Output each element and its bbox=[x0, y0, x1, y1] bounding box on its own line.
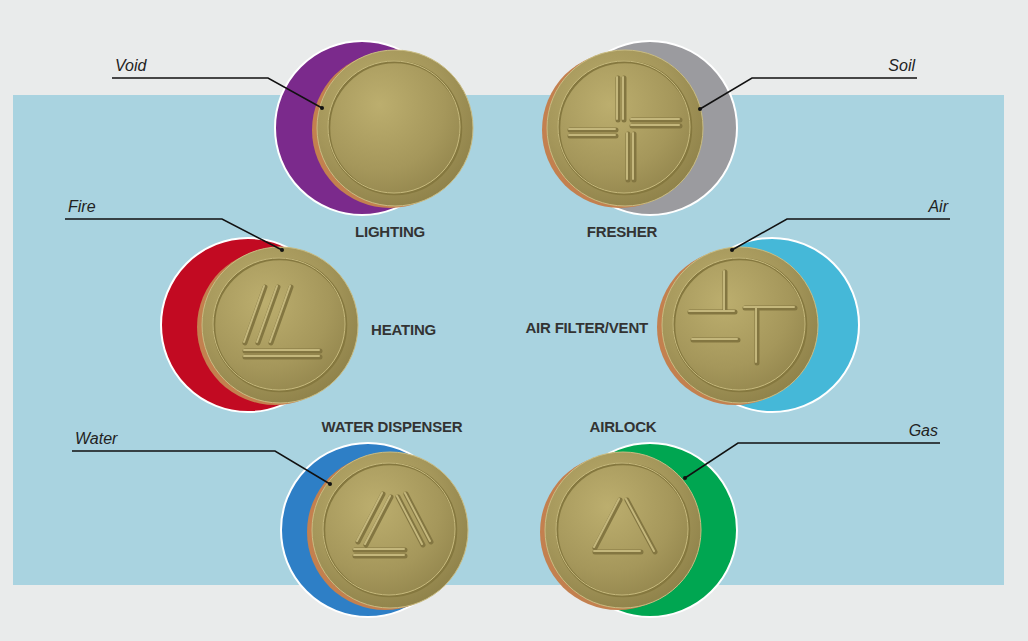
function-label: WATER DISPENSER bbox=[319, 416, 466, 438]
symbol-groove bbox=[245, 287, 320, 357]
element-callout: Soil bbox=[888, 57, 915, 75]
symbol-groove bbox=[355, 494, 431, 556]
leader-dot bbox=[280, 248, 284, 252]
symbol-ridge bbox=[354, 493, 430, 555]
element-callout: Water bbox=[75, 430, 117, 448]
function-label: AIR FILTER/VENT bbox=[522, 317, 651, 339]
symbol-groove bbox=[690, 272, 795, 363]
function-name: HEATING bbox=[371, 321, 436, 339]
function-name: WATER DISPENSER bbox=[322, 418, 463, 436]
coin-symbol bbox=[594, 499, 655, 552]
coin-symbol bbox=[689, 271, 795, 363]
element-callout: Void bbox=[115, 57, 146, 75]
leader-dot bbox=[328, 482, 332, 486]
function-name: FRESHER bbox=[587, 223, 657, 241]
element-callout: Fire bbox=[68, 198, 96, 216]
coin bbox=[197, 247, 358, 405]
symbol-ridge bbox=[244, 286, 319, 356]
function-label: LIGHTING bbox=[352, 221, 428, 243]
leader-line bbox=[700, 78, 917, 109]
leader-line bbox=[65, 219, 282, 250]
coin-symbol bbox=[354, 493, 431, 556]
function-label: FRESHER bbox=[584, 221, 660, 243]
leader-dot bbox=[683, 476, 687, 480]
symbol-ridge bbox=[569, 77, 679, 179]
function-name: AIR FILTER/VENT bbox=[525, 319, 648, 337]
coin-symbol bbox=[244, 286, 320, 357]
coin bbox=[312, 50, 473, 208]
symbol-ridge bbox=[689, 271, 794, 362]
function-name: AIRLOCK bbox=[590, 418, 657, 436]
symbol-groove bbox=[595, 500, 655, 552]
leader-line bbox=[72, 451, 330, 484]
coin bbox=[307, 452, 468, 610]
leader-line bbox=[732, 219, 950, 250]
coin-symbol bbox=[569, 77, 680, 180]
coin bbox=[540, 452, 701, 610]
leader-dot bbox=[730, 248, 734, 252]
leader-dots bbox=[280, 106, 734, 486]
leader-line bbox=[112, 78, 322, 108]
leader-dot bbox=[698, 107, 702, 111]
function-label: HEATING bbox=[368, 319, 439, 341]
coin bbox=[657, 247, 818, 405]
leader-dot bbox=[320, 106, 324, 110]
panel-band bbox=[13, 95, 1004, 585]
coin bbox=[542, 50, 703, 208]
function-label: AIRLOCK bbox=[587, 416, 660, 438]
function-name: LIGHTING bbox=[355, 223, 425, 241]
symbol-groove bbox=[570, 78, 680, 180]
leader-lines bbox=[65, 78, 950, 484]
element-callout: Gas bbox=[909, 422, 938, 440]
symbol-ridge bbox=[594, 499, 654, 551]
element-callout: Air bbox=[928, 198, 948, 216]
leader-line bbox=[685, 443, 940, 478]
